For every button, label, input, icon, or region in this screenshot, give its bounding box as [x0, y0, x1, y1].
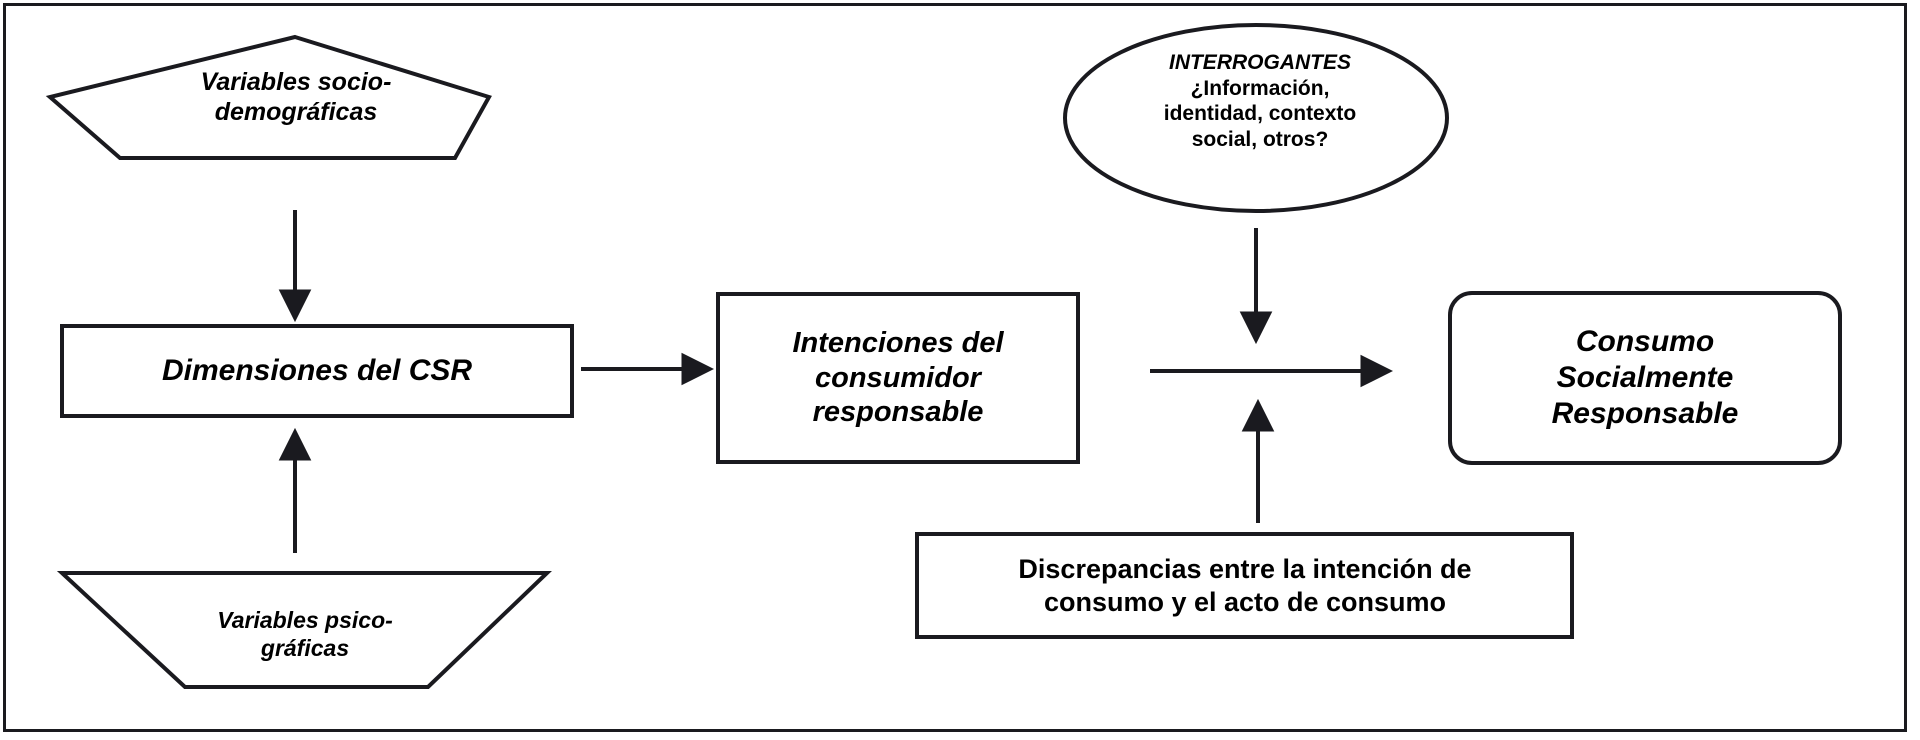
pentagon-label-line-1: Variables socio-	[200, 68, 392, 96]
consumo-socialmente-responsable-label: Consumo Socialmente Responsable	[1452, 295, 1838, 460]
discrepancias-label-line-2: consumo y el acto de consumo	[1043, 586, 1447, 617]
intenciones-label-line-1: Intenciones del	[792, 326, 1004, 359]
interrogantes-label: INTERROGANTES ¿Información, identidad, c…	[1110, 50, 1410, 168]
interrogantes-line-2: identidad, contexto	[1163, 102, 1357, 126]
consumo-label-line-3: Responsable	[1551, 396, 1739, 430]
variables-psico-graficas-label: Variables psico-gráficas	[190, 590, 420, 680]
pentagon-label-line-2: demográficas	[214, 98, 378, 126]
consumo-label-line-1: Consumo	[1575, 324, 1715, 358]
consumo-label-line-2: Socialmente	[1556, 360, 1734, 394]
intenciones-label-line-2: consumidor	[815, 361, 981, 394]
dimensiones-label-line-1: Dimensiones del CSR	[161, 354, 473, 387]
interrogantes-line-3: social, otros?	[1191, 127, 1329, 151]
discrepancias-label-line-1: Discrepancias entre la intención de	[1018, 554, 1472, 585]
pentagon-label: Variables socio- demográficas	[50, 34, 542, 160]
discrepancias-label: Discrepancias entre la intención de cons…	[920, 536, 1570, 635]
dimensiones-del-csr-label: Dimensiones del CSR	[64, 328, 570, 414]
intenciones-label-line-3: responsable	[812, 396, 984, 429]
interrogantes-line-1: ¿Información,	[1190, 77, 1330, 101]
trapezoid-label-line-1: Variables psico-gráficas	[217, 607, 393, 661]
interrogantes-title: INTERROGANTES	[1168, 51, 1351, 74]
intenciones-del-consumidor-responsable-label: Intenciones del consumidor responsable	[720, 296, 1076, 460]
